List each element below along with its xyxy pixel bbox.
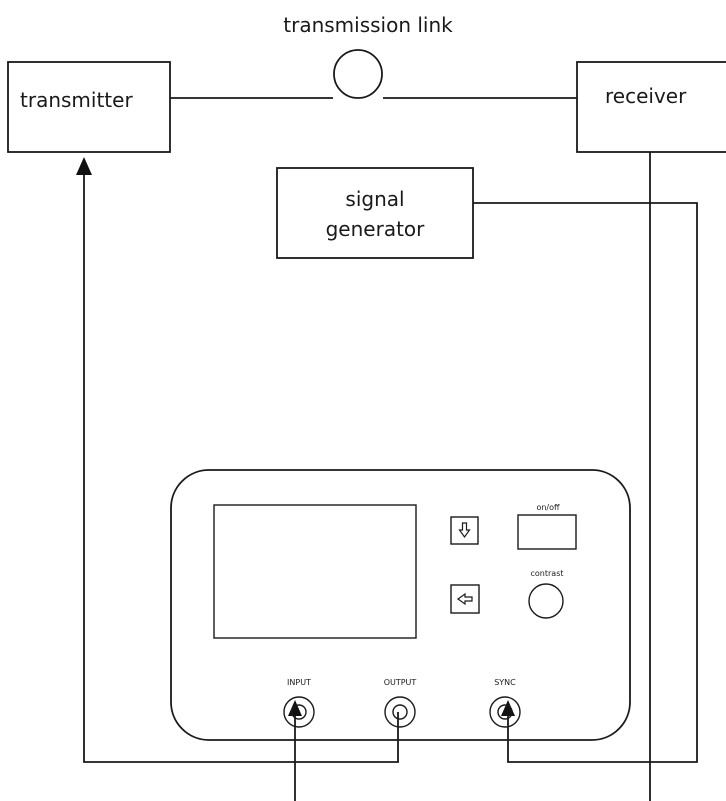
contrast-label: contrast (531, 569, 564, 578)
sync-arrowhead (501, 700, 515, 716)
input-port-inner (291, 704, 307, 720)
output-port-label: OUTPUT (384, 678, 417, 687)
sync-port-label: SYNC (494, 678, 516, 687)
left-arrow-button[interactable] (450, 584, 480, 614)
signal-generator-box (276, 167, 474, 259)
sync-wire (473, 202, 698, 763)
input-arrowhead (288, 700, 302, 716)
receiver-label: receiver (605, 84, 687, 108)
signal-generator-label-line1: signal (345, 187, 404, 211)
onoff-button[interactable] (517, 514, 577, 550)
transmission-link-circle (333, 49, 383, 99)
output-port-inner (392, 704, 408, 720)
left-arrow-icon (456, 592, 473, 606)
receiver-box (576, 61, 726, 153)
device-panel (170, 469, 631, 741)
transmitter-label: transmitter (20, 88, 133, 112)
down-arrow-button[interactable] (450, 516, 479, 545)
output-port-outer[interactable] (384, 696, 416, 728)
display-screen (213, 504, 417, 639)
input-port-label: INPUT (287, 678, 311, 687)
input-port-outer[interactable] (283, 696, 315, 728)
transmitter-box (7, 61, 171, 153)
signal-generator-label-line2: generator (326, 217, 426, 241)
onoff-label: on/off (536, 503, 560, 512)
down-arrow-icon (458, 522, 471, 539)
contrast-knob[interactable] (528, 583, 564, 619)
transmission-link-label: transmission link (283, 13, 453, 37)
sync-port-outer[interactable] (489, 696, 521, 728)
output-wire (83, 175, 399, 763)
transmitter-arrowhead (76, 157, 92, 175)
sync-port-inner (497, 704, 513, 720)
